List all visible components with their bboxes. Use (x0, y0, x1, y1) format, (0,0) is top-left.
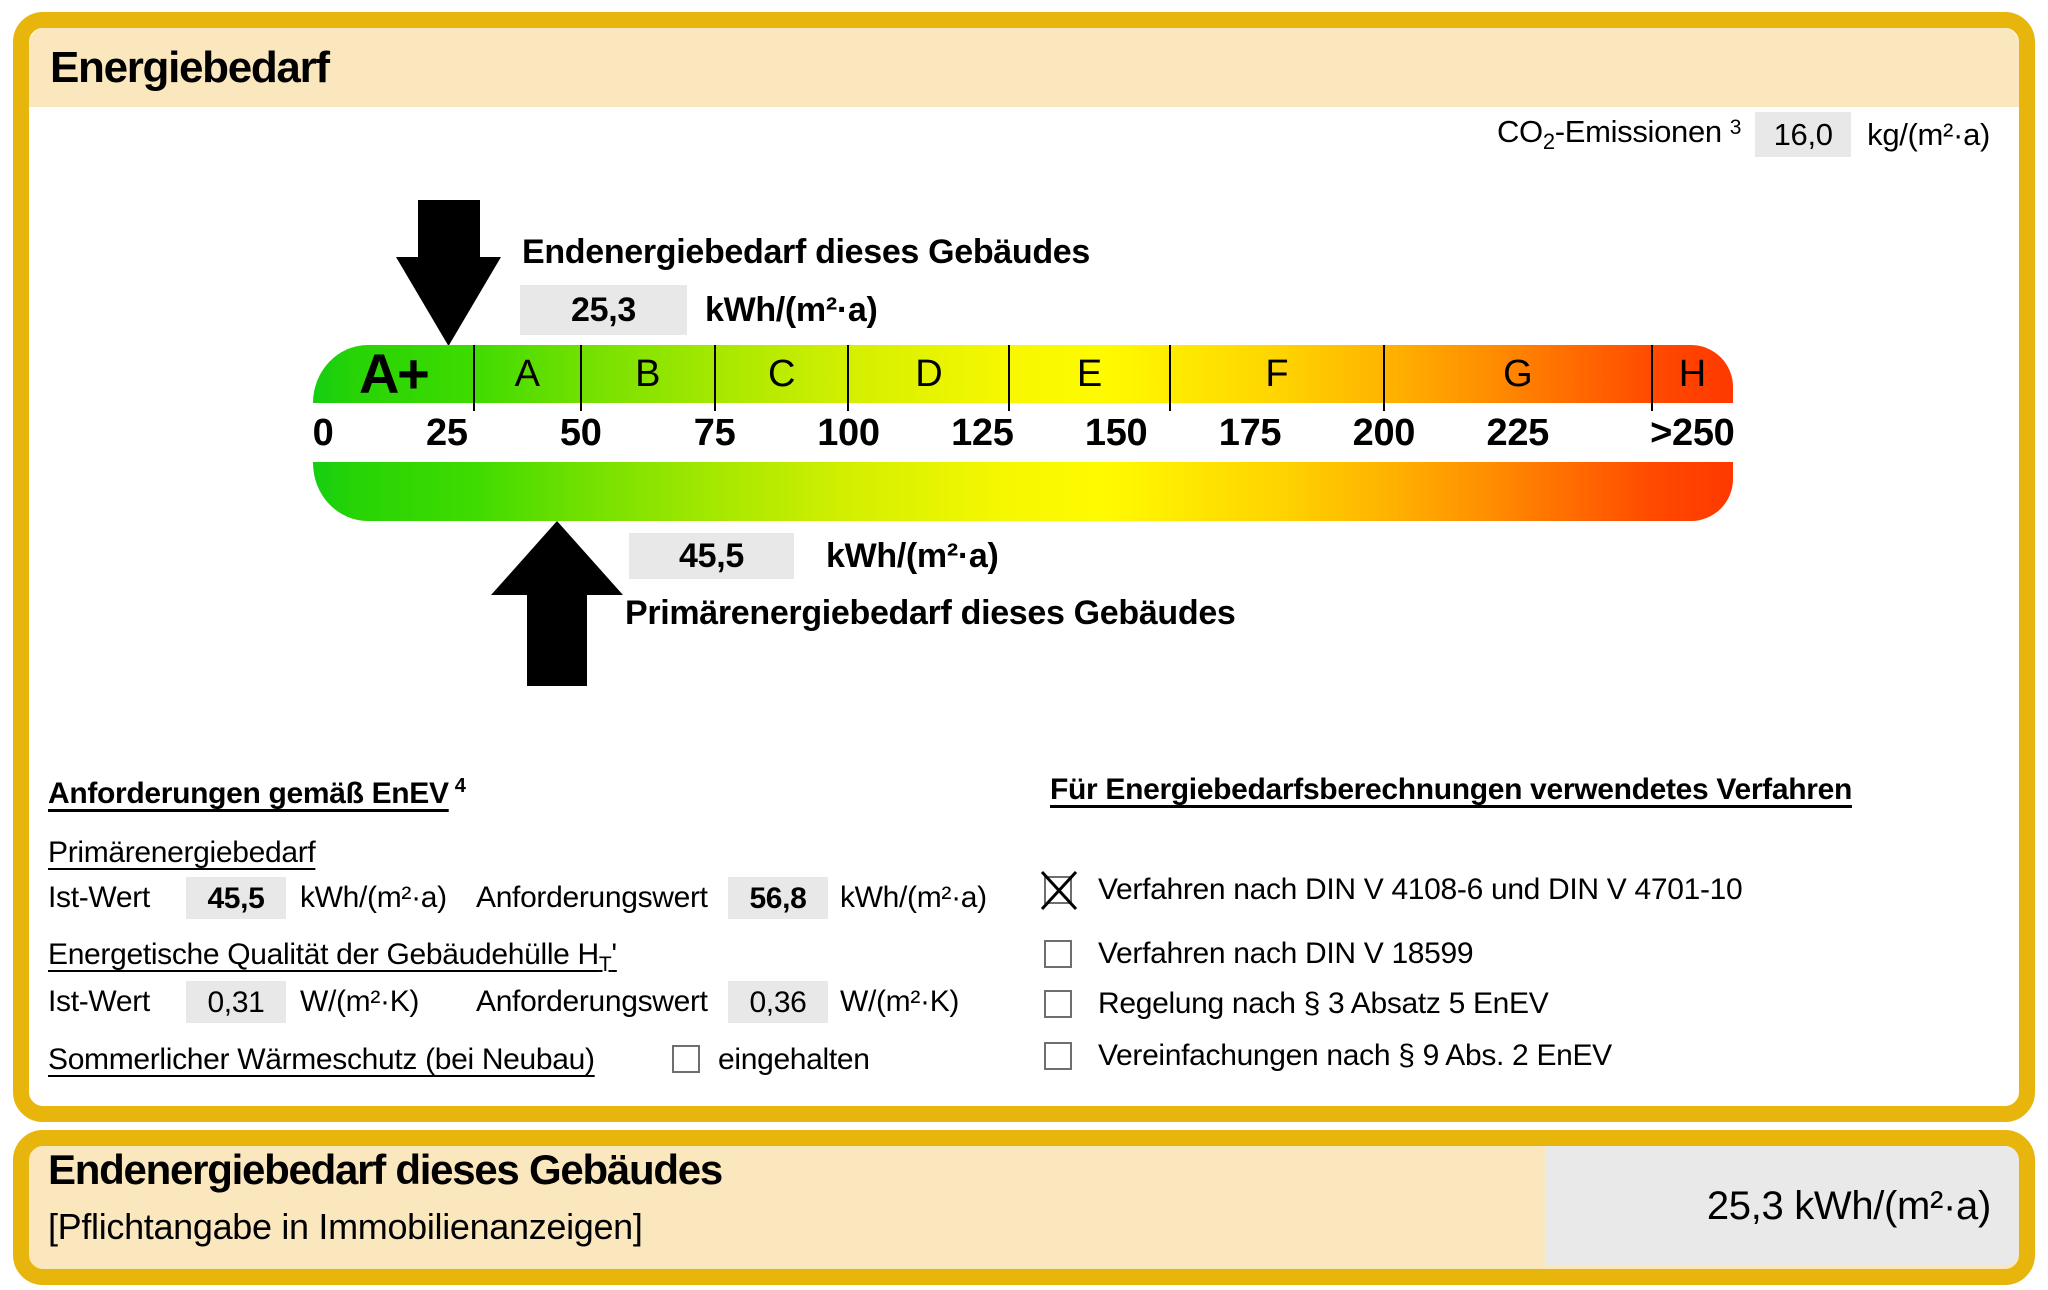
anforderungswert-value-box: 0,36 (728, 981, 828, 1023)
energy-class-letter: A+ (358, 342, 430, 405)
summer-heat-protection-row: Sommerlicher Wärmeschutz (bei Neubau) ei… (48, 1038, 1058, 1082)
anforderungswert-label: Anforderungswert (476, 985, 708, 1018)
energy-class-letter: F (1265, 353, 1289, 395)
energy-demand-panel (13, 12, 2035, 1122)
scale-tick-label: >250 (1650, 412, 1735, 454)
ist-wert-value-box: 0,31 (186, 981, 286, 1023)
ist-wert-label: Ist-Wert (48, 881, 150, 914)
energy-class-band (313, 345, 1733, 403)
method-row: Vereinfachungen nach § 9 Abs. 2 EnEV (1036, 1036, 1896, 1076)
energy-class-letter: E (1076, 353, 1102, 395)
envelope-quality-heading: Energetische Qualität der Gebäudehülle H… (48, 938, 617, 976)
ist-wert-unit: kWh/(m²·a) (300, 881, 447, 914)
class-divider (1168, 345, 1171, 411)
method-checkbox-checked[interactable] (1040, 870, 1078, 911)
scale-tick-label: 0 (312, 412, 334, 454)
primary-energy-unit: kWh/(m²·a) (826, 536, 999, 575)
primary-energy-band (313, 462, 1733, 521)
co2-footnote: 3 (1729, 115, 1742, 139)
scale-tick-label: 200 (1352, 412, 1416, 454)
primary-energy-value-row: 45,5 kWh/(m²·a) (629, 533, 999, 579)
method-label: Verfahren nach DIN V 4108-6 und DIN V 47… (1098, 873, 1743, 906)
method-row: Regelung nach § 3 Absatz 5 EnEV (1036, 984, 1896, 1024)
class-divider (713, 345, 716, 411)
scale-tick-label: 25 (426, 412, 468, 454)
energy-class-letter: B (635, 353, 661, 395)
end-energy-value: 25,3 (571, 290, 636, 329)
scale-tick-label: 125 (951, 412, 1014, 454)
ist-wert-unit: W/(m²·K) (300, 985, 420, 1018)
scale-tick-label: 225 (1486, 412, 1550, 454)
methods-heading: Für Energiebedarfsberechnungen verwendet… (1050, 773, 1852, 806)
method-row: Verfahren nach DIN V 18599 (1036, 934, 1896, 974)
energy-class-letter: C (767, 353, 796, 395)
end-energy-indicator-arrow-icon (395, 200, 501, 346)
energy-class-letter: A (514, 353, 540, 395)
anforderungswert-label: Anforderungswert (476, 881, 708, 914)
end-energy-title: Endenergiebedarf dieses Gebäudes (522, 233, 1090, 271)
requirements-footnote: 4 (454, 775, 466, 797)
end-energy-value-box: 25,3 (520, 285, 687, 335)
page-title: Energiebedarf (50, 42, 330, 92)
primary-energy-req-heading: Primärenergiebedarf (48, 836, 316, 869)
anforderungswert-unit: kWh/(m²·a) (840, 881, 987, 914)
method-checkbox[interactable] (1044, 990, 1072, 1018)
class-divider (579, 345, 582, 411)
primary-energy-value: 45,5 (679, 536, 744, 575)
energy-class-letter: G (1503, 353, 1533, 395)
co2-value-box: 16,0 (1755, 112, 1852, 157)
method-checkbox[interactable] (1044, 940, 1072, 968)
energy-class-scale: A+ A B C D E F G H 0 25 50 75 100 125 150 175 200 225 >250 (312, 342, 1735, 521)
class-divider (1382, 345, 1385, 411)
eingehalten-checkbox[interactable] (672, 1045, 700, 1073)
class-divider (472, 345, 475, 411)
energy-class-letter: H (1678, 353, 1706, 395)
primary-energy-indicator-arrow-icon (490, 521, 623, 686)
scale-tick-label: 150 (1084, 412, 1148, 454)
co2-value: 16,0 (1773, 116, 1833, 152)
method-row: Verfahren nach DIN V 4108-6 und DIN V 47… (1036, 870, 1896, 911)
ist-wert-value-box: 45,5 (186, 877, 286, 919)
method-label: Verfahren nach DIN V 18599 (1098, 937, 1474, 970)
method-label: Vereinfachungen nach § 9 Abs. 2 EnEV (1098, 1039, 1612, 1072)
scale-tick-label: 100 (817, 412, 880, 454)
end-energy-unit: kWh/(m²·a) (705, 290, 878, 329)
co2-unit: kg/(m²·a) (1867, 116, 1990, 152)
footer-value: 25,3 kWh/(m²·a) (1706, 1183, 1991, 1228)
panel-header-bar: Energiebedarf (29, 28, 2019, 107)
envelope-quality-req-row: Ist-Wert 0,31 W/(m²·K) Anforderungswert … (48, 980, 1058, 1024)
scale-tick-label: 50 (559, 412, 602, 454)
energy-class-letter: D (915, 353, 943, 395)
footer-subtitle: [Pflichtangabe in Immobilienanzeigen] (48, 1206, 643, 1247)
method-checkbox[interactable] (1044, 1042, 1072, 1070)
co2-label: CO2-Emissionen (1496, 113, 1722, 155)
eingehalten-label: eingehalten (718, 1043, 870, 1076)
scale-tick-label: 175 (1218, 412, 1282, 454)
footer-value-box: 25,3 kWh/(m²·a) (1546, 1146, 2019, 1266)
anforderungswert-value-box: 56,8 (728, 877, 828, 919)
co2-emissions-row: CO2-Emissionen 3 16,0 kg/(m²·a) (1497, 112, 1990, 157)
primary-energy-title: Primärenergiebedarf dieses Gebäudes (625, 594, 1236, 632)
method-label: Regelung nach § 3 Absatz 5 EnEV (1098, 987, 1549, 1020)
primary-energy-value-box: 45,5 (629, 533, 794, 579)
primary-energy-req-row: Ist-Wert 45,5 kWh/(m²·a) Anforderungswer… (48, 876, 1058, 920)
class-divider (1008, 345, 1011, 411)
footer-title: Endenergiebedarf dieses Gebäudes (48, 1146, 723, 1193)
end-energy-value-row: 25,3 kWh/(m²·a) (520, 285, 878, 335)
class-divider (1650, 345, 1653, 411)
scale-tick-label: 75 (693, 412, 736, 454)
class-divider (847, 345, 850, 411)
anforderungswert-unit: W/(m²·K) (840, 985, 960, 1018)
summer-heat-protection-heading: Sommerlicher Wärmeschutz (bei Neubau) (48, 1043, 595, 1076)
ist-wert-label: Ist-Wert (48, 985, 150, 1018)
